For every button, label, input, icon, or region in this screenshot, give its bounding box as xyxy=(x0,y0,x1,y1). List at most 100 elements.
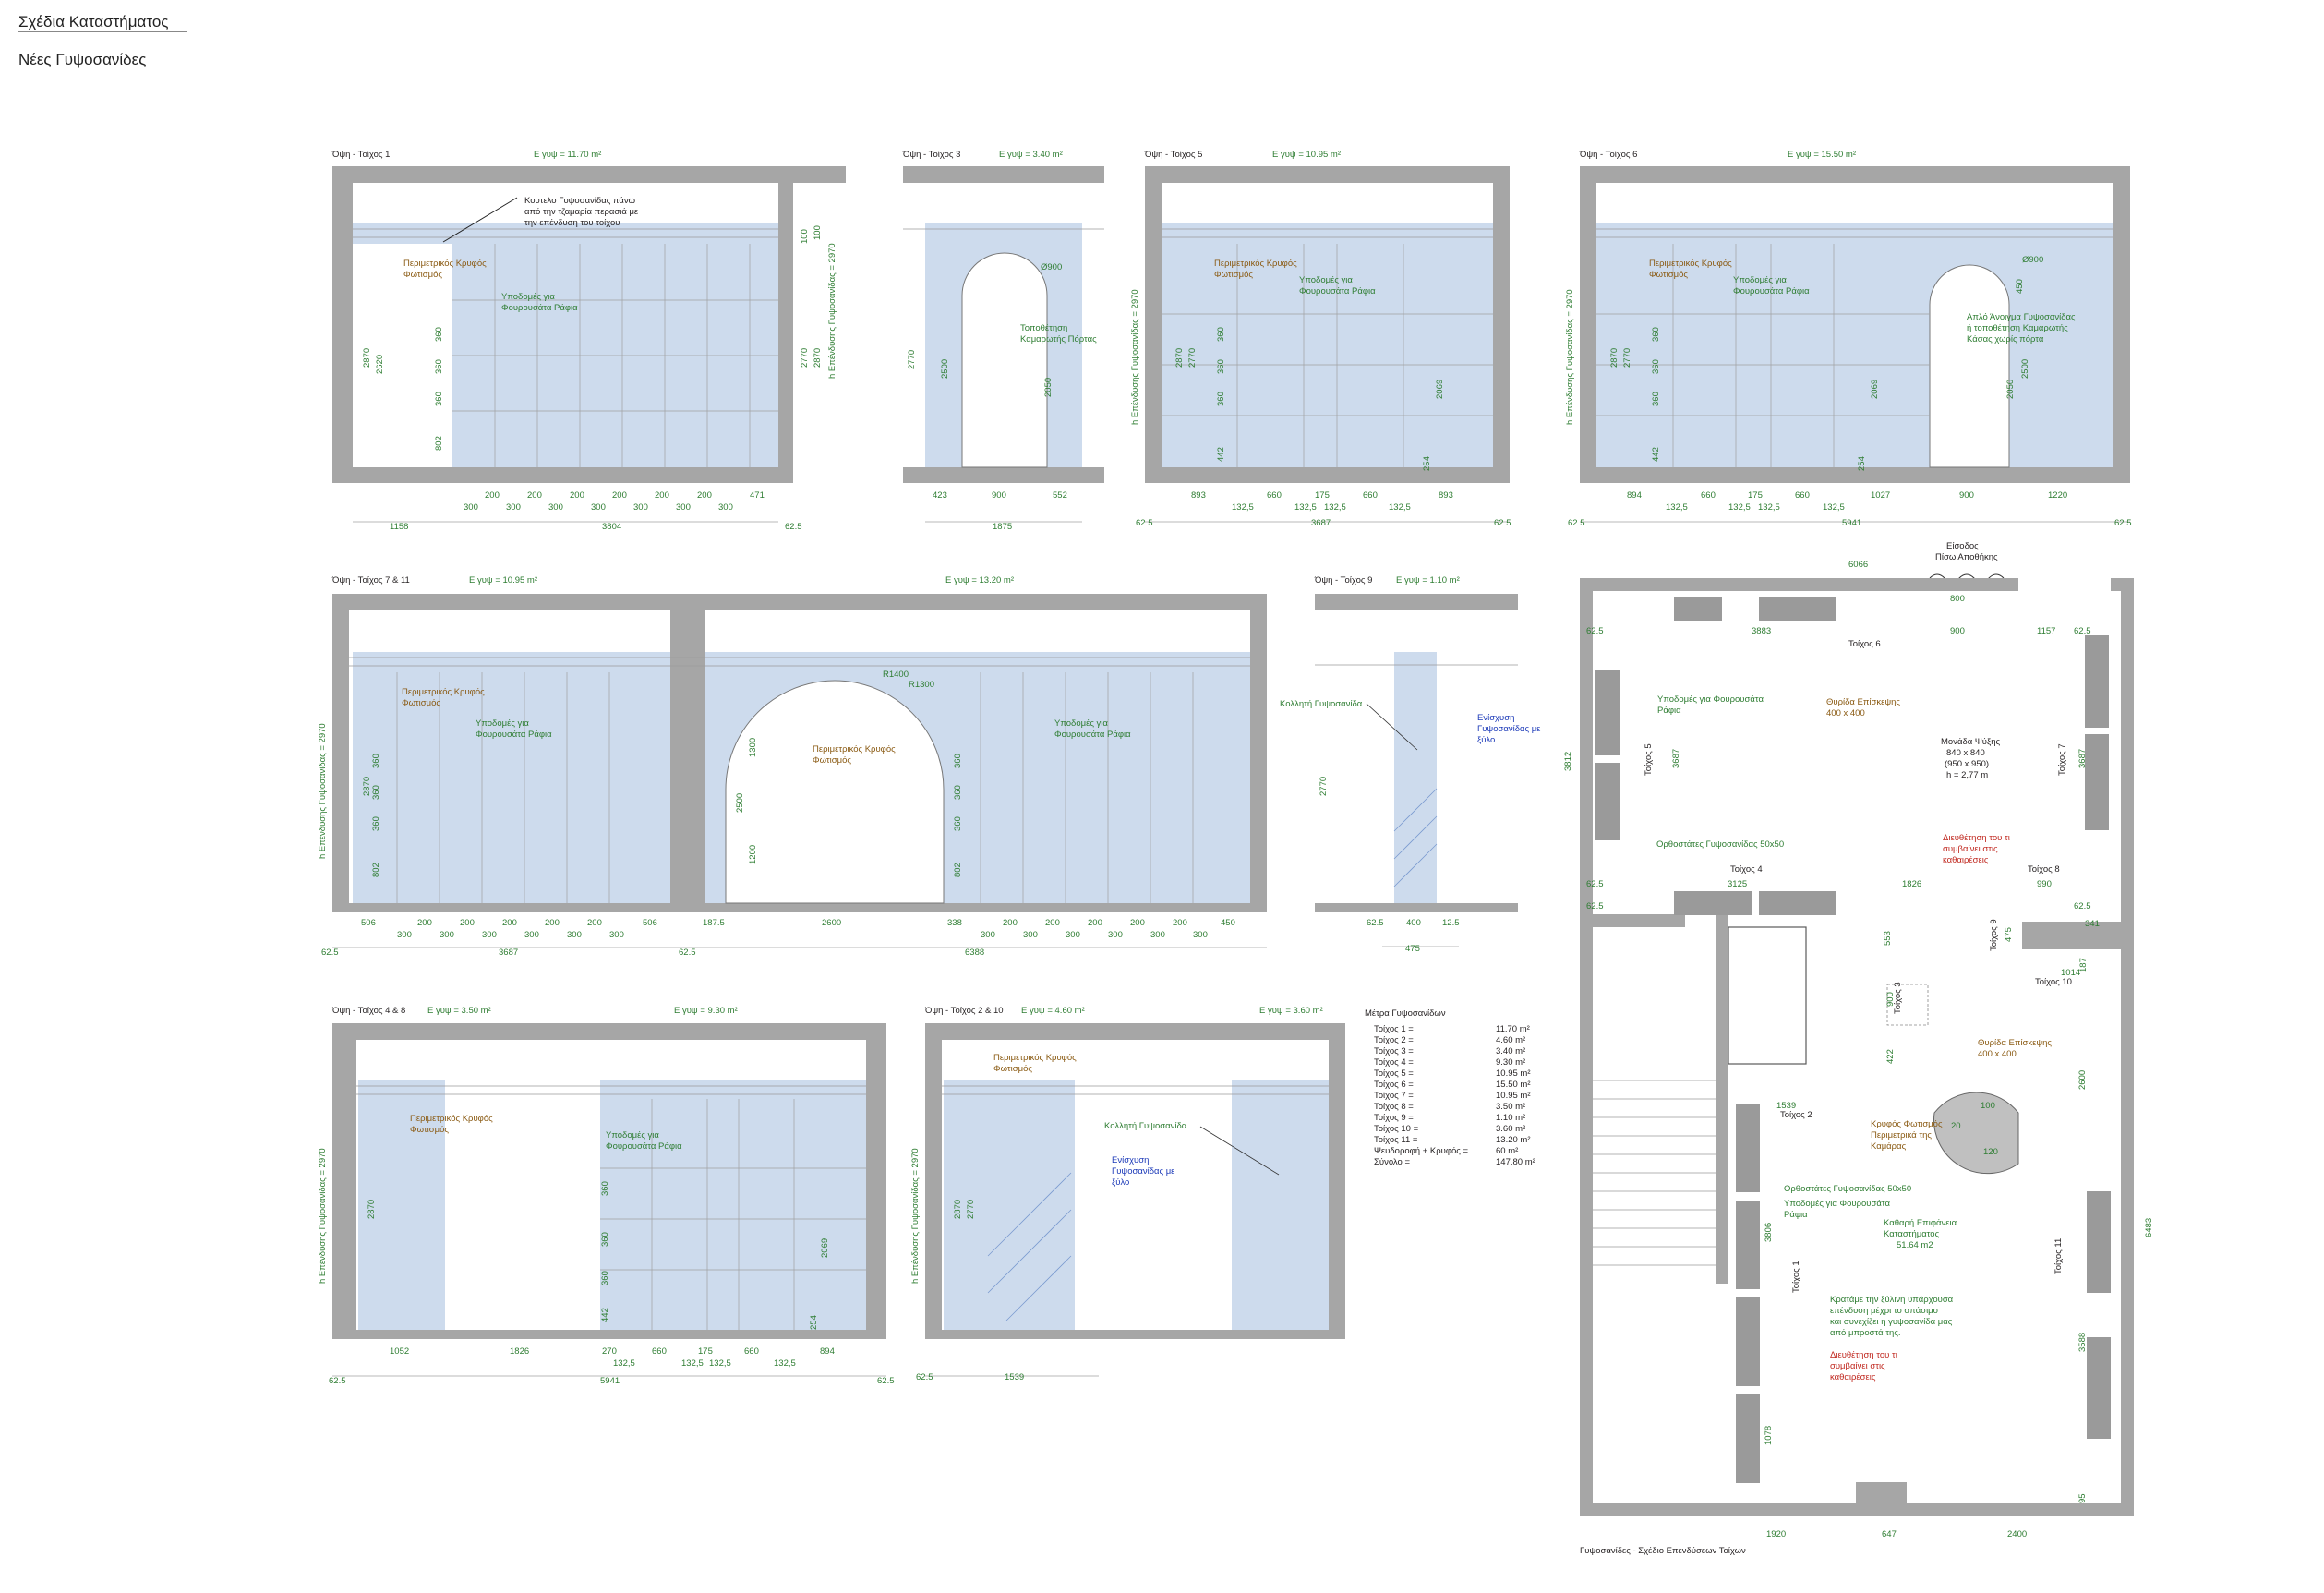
wall210-title: Όψη - Τοίχος 2 & 10 xyxy=(924,1006,1004,1016)
plan-dimension: 553 xyxy=(1883,931,1893,946)
plan-dimension: 3687 xyxy=(1671,749,1681,768)
wall6-light-l1: Περιμετρικός Κρυφός xyxy=(1649,259,1732,269)
page-title: Σχέδια Καταστήματος xyxy=(18,13,169,30)
wall711-d1-9: 338 xyxy=(947,918,962,928)
wall6-d3-2: 62.5 xyxy=(2114,518,2132,528)
plan-dimension: 62.5 xyxy=(1586,901,1604,911)
wall210-right-wall xyxy=(1329,1040,1345,1339)
wall711-area11: E γυψ = 13.20 m² xyxy=(945,575,1014,585)
wall1-v-1: 2620 xyxy=(375,355,385,374)
wall5-d2-3: 132,5 xyxy=(1389,502,1411,513)
elevation-wall-3: Όψη - Τοίχος 3 E γυψ = 3.40 m² Ø900 2770… xyxy=(902,150,1104,532)
elevation-wall-9: Όψη - Τοίχος 9 E γυψ = 1.10 m² Κολλητή Γ… xyxy=(1280,575,1541,954)
wall711-v-1: 360 xyxy=(371,754,381,768)
measurement-label: Τοίχος 2 = xyxy=(1374,1035,1414,1045)
wall3-d2-0: 1875 xyxy=(993,522,1012,532)
plan-north-wall xyxy=(1580,578,2134,591)
plan-frames-l2: Ράφια xyxy=(1657,706,1681,716)
wall1-d2-3: 300 xyxy=(591,502,606,513)
wall6-v-6: 360 xyxy=(1651,392,1661,406)
wall711-d1-14: 200 xyxy=(1173,918,1187,928)
plan-unit-l2: 840 x 840 xyxy=(1946,748,1985,758)
wall711-d2-6: 300 xyxy=(981,930,995,940)
plan-wall-label-1: Τοίχος 1 xyxy=(1791,1261,1801,1293)
plan-dimension: 187 xyxy=(2078,958,2089,972)
wall5-v-1: 2770 xyxy=(1187,348,1198,368)
wall48-title: Όψη - Τοίχος 4 & 8 xyxy=(331,1006,405,1016)
wall48-d2-1: 132,5 xyxy=(681,1358,704,1369)
wall5-grid xyxy=(1162,244,1493,467)
measurement-value: 13.20 m² xyxy=(1496,1135,1531,1145)
wall711-frames-l2: Φουρουσάτα Ράφια xyxy=(476,730,552,740)
wall1-d1-2: 200 xyxy=(570,490,584,501)
wall48-frames-l2: Φουρουσάτα Ράφια xyxy=(606,1141,682,1152)
plan-keep-l3: και συνεχίζει η γυψοσανίδα μας xyxy=(1830,1317,1953,1327)
plan-wall-label-8: Τοίχος 8 xyxy=(2028,864,2060,875)
wall48-panel-4 xyxy=(358,1080,445,1330)
wall48-light-l1: Περιμετρικός Κρυφός xyxy=(410,1114,493,1124)
wall9-title: Όψη - Τοίχος 9 xyxy=(1314,575,1372,585)
wall9-glued: Κολλητή Γυψοσανίδα xyxy=(1280,699,1363,709)
plan-studs2-label: Ορθοστάτες Γυψοσανίδας 50x50 xyxy=(1784,1184,1911,1194)
wall6-right-wall xyxy=(2113,183,2130,483)
wall210-d1-1: 1539 xyxy=(1005,1372,1024,1382)
measurement-label: Τοίχος 1 = xyxy=(1374,1024,1414,1034)
wall48-panel-8 xyxy=(600,1080,866,1330)
wall1-d2-6: 300 xyxy=(718,502,733,513)
plan-wall-label-7: Τοίχος 7 xyxy=(2057,743,2067,776)
wall711-v-4: 802 xyxy=(371,863,381,877)
plan-storage-room xyxy=(1728,926,1807,1065)
wall711-d2-10: 300 xyxy=(1150,930,1165,940)
measurement-label: Τοίχος 3 = xyxy=(1374,1046,1414,1056)
wall1-light-l1: Περιμετρικός Κρυφός xyxy=(403,259,487,269)
wall6-frames-l2: Φουρουσάτα Ράφια xyxy=(1733,286,1810,296)
wall711-d2-3: 300 xyxy=(524,930,539,940)
measurement-value: 11.70 m² xyxy=(1496,1024,1530,1034)
wall48-d3-2: 62.5 xyxy=(877,1376,895,1386)
wall48-v-4: 442 xyxy=(600,1308,610,1322)
measurement-label: Τοίχος 4 = xyxy=(1374,1057,1414,1068)
page-subtitle: Νέες Γυψοσανίδες xyxy=(18,51,147,68)
plan-hatch1-l2: 400 x 400 xyxy=(1826,708,1865,718)
plan-dimension: 6066 xyxy=(1848,560,1868,570)
plan-caption: Γυψοσανίδες - Σχέδιο Επενδύσεων Τοίχων xyxy=(1580,1546,1746,1556)
measurement-value: 147.80 m² xyxy=(1496,1157,1535,1167)
plan-dimension: 900 xyxy=(1885,992,1896,1007)
wall9-reinf-l3: ξύλο xyxy=(1477,735,1495,745)
wall6-d2-0: 132,5 xyxy=(1666,502,1688,513)
plan-area-l1: Καθαρή Επιφάνεια xyxy=(1884,1218,1957,1228)
wall1-frames-l1: Υποδομές για xyxy=(501,292,555,302)
wall48-v-1: 360 xyxy=(600,1181,610,1196)
plan-shelf-units xyxy=(1595,597,2111,1483)
wall9-area: E γυψ = 1.10 m² xyxy=(1396,575,1460,585)
wall48-v-5: 2069 xyxy=(820,1238,830,1258)
plan-keep-l4: από μπροστά της. xyxy=(1830,1328,1901,1338)
wall5-right-wall xyxy=(1493,183,1510,483)
wall711-light-l1: Περιμετρικός Κρυφός xyxy=(402,687,485,697)
plan-dimension: 1078 xyxy=(1764,1426,1774,1445)
measurement-label: Τοίχος 10 = xyxy=(1374,1124,1419,1134)
wall9-top-slab xyxy=(1315,594,1518,610)
wall5-v-2: 360 xyxy=(1216,327,1226,342)
wall210-floor xyxy=(925,1330,1345,1339)
plan-entrance-l1: Είσοδος xyxy=(1946,541,1979,551)
wall5-d2-2: 132,5 xyxy=(1324,502,1346,513)
wall1-light-l2: Φωτισμός xyxy=(403,270,442,280)
wall210-panel-10 xyxy=(1232,1080,1329,1330)
plan-dimension: 3812 xyxy=(1563,752,1573,771)
wall1-d2-0: 300 xyxy=(464,502,478,513)
wall1-note-l1: Κουτελο Γυψοσανίδας πάνω xyxy=(524,196,636,206)
wall1-d2-5: 300 xyxy=(676,502,691,513)
wall711-title: Όψη - Τοίχος 7 & 11 xyxy=(331,575,410,585)
wall1-v-4: 360 xyxy=(434,392,444,406)
wall711-d2-8: 300 xyxy=(1066,930,1080,940)
wall3-floor xyxy=(903,467,1104,483)
elevation-wall-1: Όψη - Τοίχος 1 E γυψ = 11.70 m² Κουτελο … xyxy=(331,150,846,532)
wall711-v-12: 360 xyxy=(953,816,963,831)
wall6-top-slab xyxy=(1580,166,2130,183)
plan-dimension: 1826 xyxy=(1902,879,1921,889)
plan-dimension: 3806 xyxy=(1764,1223,1774,1242)
wall48-d1-6: 894 xyxy=(820,1346,835,1357)
wall711-d2-11: 300 xyxy=(1193,930,1208,940)
